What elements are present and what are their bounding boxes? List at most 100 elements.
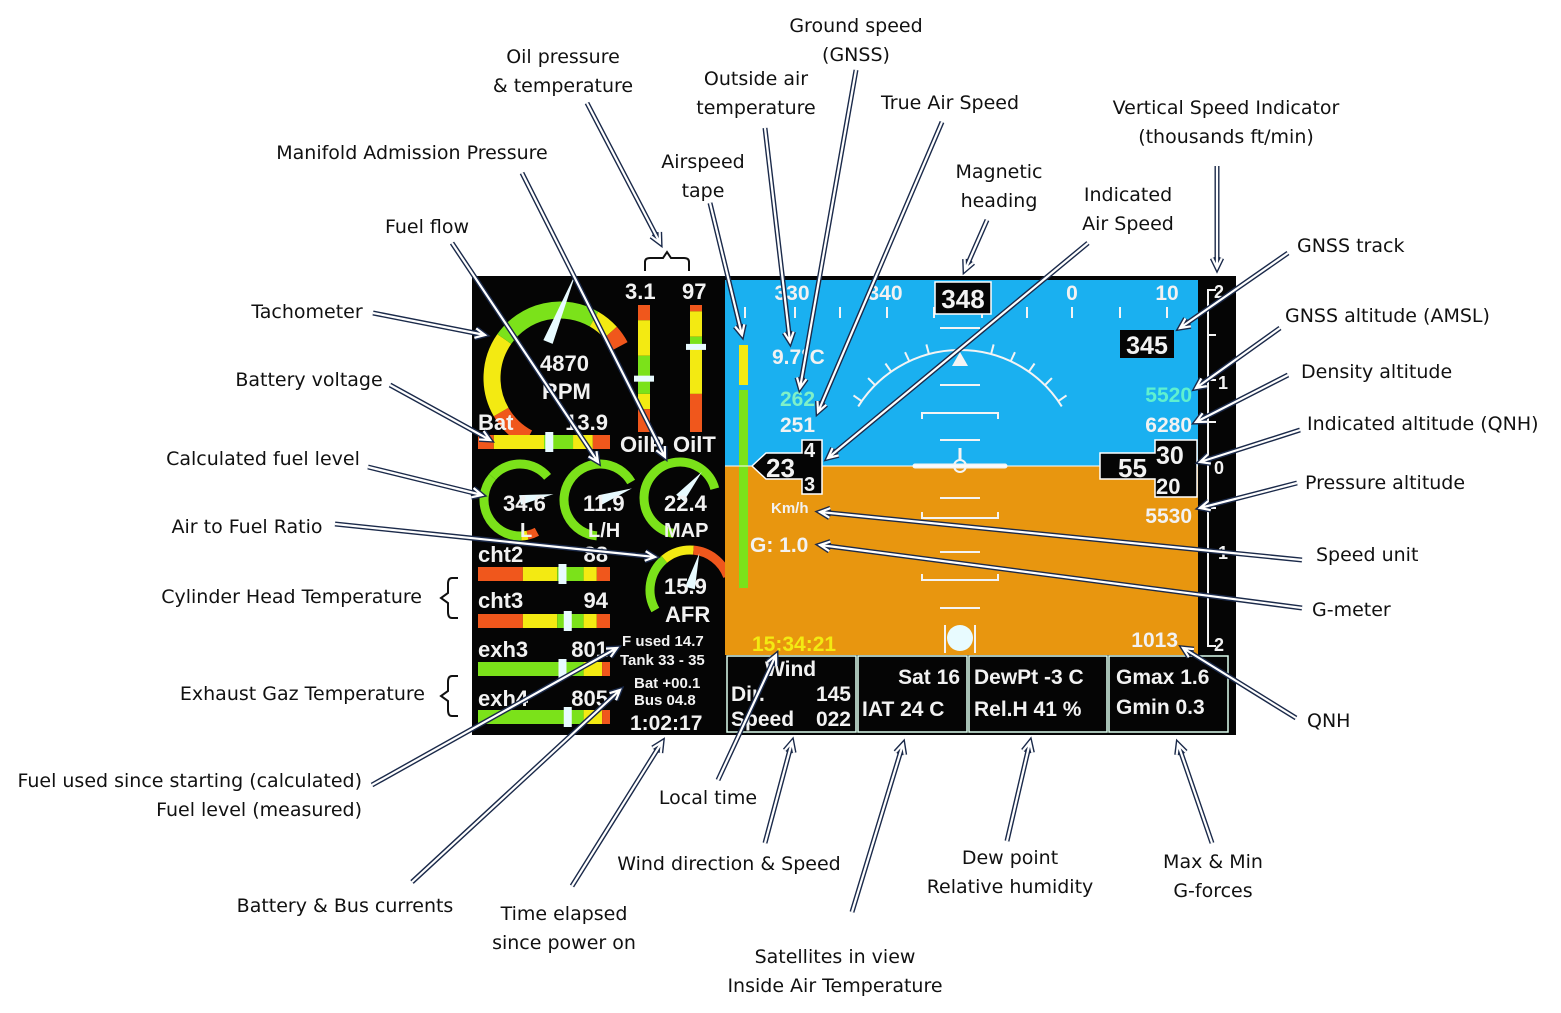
fuel-level-gauge-arc-segment: [521, 530, 529, 541]
callout-arrow: [371, 646, 620, 786]
oil-temp-bar-segment: [690, 349, 702, 394]
label-fuel-level: Calculated fuel level: [166, 448, 360, 470]
fuel-level-gauge-needle: [519, 494, 554, 505]
pitch-line-major: [921, 512, 999, 519]
fuel-flow-unit: L/H: [588, 520, 620, 542]
label-cht: Cylinder Head Temperature: [161, 586, 422, 608]
afr-needle: [685, 553, 700, 590]
fuel-level-gauge-arc-segment: [526, 527, 540, 540]
callout-arrow: [1175, 741, 1214, 844]
callout-arrow: [1211, 166, 1223, 271]
tachometer-needle: [543, 272, 577, 344]
map-gauge-arc-segment: [639, 457, 720, 538]
roll-tick: [852, 394, 863, 402]
callout-arrow: [963, 219, 989, 273]
callout-arrow: [372, 311, 488, 339]
callout-arrow: [571, 739, 664, 887]
exh3-bar-marker: [558, 659, 567, 679]
oilt-label: OilT: [673, 432, 716, 457]
label-afr: Air to Fuel Ratio: [172, 516, 323, 538]
oil-pressure-bar-marker: [634, 375, 654, 382]
gnss-altitude: 5520: [1145, 384, 1192, 407]
ground-speed: 262: [780, 388, 815, 411]
heading-tick-330: 330: [774, 282, 809, 305]
bus-current: Bus 04.8: [634, 692, 696, 709]
pitch-line-major: [921, 574, 999, 581]
label-bat-bus: Battery & Bus currents: [237, 895, 454, 917]
fuel-level-value: 34.6: [503, 491, 546, 516]
density-altitude: 6280: [1145, 414, 1192, 437]
bat-bar-marker: [545, 432, 554, 452]
oil-temp-value: 97: [682, 279, 706, 304]
tachometer-arc-segment: [483, 334, 512, 417]
fuel-flow-gauge-needle: [598, 488, 632, 505]
cht3-bar-segment: [522, 614, 558, 628]
gforce-box: [1108, 655, 1229, 733]
callout-arrow: [521, 172, 667, 460]
map-value: 22.4: [664, 491, 708, 516]
cht2-bar-marker: [558, 564, 567, 584]
label-density-alt: Density altitude: [1301, 361, 1452, 383]
elapsed-time: 1:02:17: [630, 712, 702, 735]
oil-pressure-bar-segment: [638, 320, 650, 356]
callout-arrow: [1180, 646, 1297, 719]
label-tachometer: Tachometer: [250, 301, 363, 323]
g-meter: G: 1.0: [750, 534, 808, 557]
altitude-box: [1099, 439, 1198, 498]
vsi-scale-line: [1207, 289, 1216, 647]
exh4-label: exh4: [478, 686, 529, 711]
exh4-bar-segment: [602, 710, 610, 724]
airspeed-tape-yellow: [739, 345, 748, 385]
roll-tick: [904, 351, 911, 362]
dew-point: DewPt -3 C: [974, 666, 1084, 689]
roll-tick: [925, 344, 930, 355]
pitch-line-major: [921, 412, 999, 419]
tachometer-arc-segment: [604, 326, 628, 351]
cht2-value: 88: [584, 542, 608, 567]
cht3-bar-marker: [563, 611, 572, 631]
roll-tick: [1028, 362, 1036, 373]
callout-arrow: [850, 741, 906, 913]
callout-arrow: [817, 540, 1303, 610]
callout-arrow: [334, 522, 658, 562]
cht2-bar-segment: [596, 567, 610, 581]
label-indicated-alt: Indicated altitude (QNH): [1307, 413, 1539, 435]
tank-level: Tank 33 - 35: [620, 652, 705, 669]
cht2-bar-segment: [583, 567, 597, 581]
vsi-label-1-up: 1: [1218, 373, 1228, 393]
roll-tick: [884, 362, 892, 373]
oil-temp-bar-segment: [690, 311, 702, 337]
inside-air-temp: IAT 24 C: [862, 698, 944, 721]
callout-arrow: [1197, 481, 1298, 512]
vsi-label-0: 0: [1214, 458, 1224, 478]
callout-arrow: [1005, 739, 1034, 842]
heading-tick-0: 0: [1066, 282, 1078, 305]
egt-brace: [439, 675, 458, 717]
cht3-bar-segment: [596, 614, 610, 628]
sat-iat-box: [857, 655, 968, 733]
bat-bar-segment: [493, 435, 544, 449]
label-vsi: Vertical Speed Indicator(thousands ft/mi…: [1113, 97, 1340, 148]
label-gnss-alt: GNSS altitude (AMSL): [1285, 305, 1490, 327]
callout-arrow: [451, 242, 600, 465]
afr-value: 15.9: [664, 574, 707, 599]
bat-bar-segment: [592, 435, 610, 449]
pressure-altitude: 5530: [1145, 505, 1192, 528]
roll-tick: [1057, 394, 1068, 402]
label-map: Manifold Admission Pressure: [276, 142, 547, 164]
label-g-meter: G-meter: [1312, 599, 1391, 621]
callout-arrow: [389, 384, 493, 442]
label-egt: Exhaust Gaz Temperature: [180, 683, 425, 705]
label-speed-unit: Speed unit: [1316, 544, 1418, 566]
map-gauge-needle: [676, 471, 702, 502]
callout-arrow: [795, 69, 858, 391]
exh3-label: exh3: [478, 637, 528, 662]
speed-unit: Km/h: [771, 500, 809, 517]
callout-arrow: [1177, 252, 1289, 330]
